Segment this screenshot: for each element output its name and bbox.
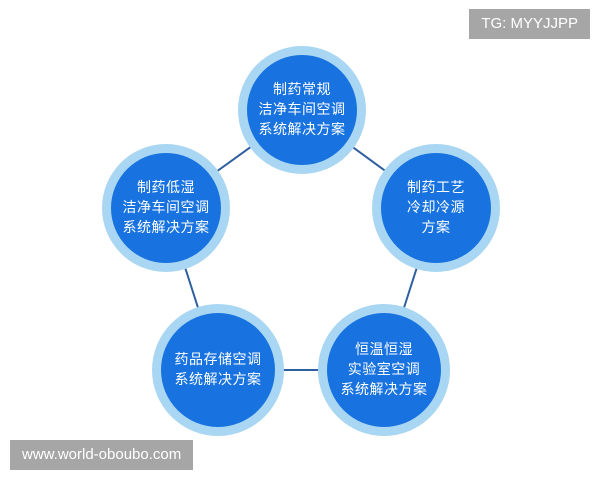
node-bottom-right: 恒温恒湿实验室空调系统解决方案 (318, 304, 450, 436)
node-left: 制药低湿洁净车间空调系统解决方案 (102, 144, 230, 272)
node-label-line: 系统解决方案 (122, 220, 210, 236)
watermark-bottom: www.world-oboubo.com (10, 440, 194, 470)
node-label-line: 系统解决方案 (340, 382, 428, 398)
node-label-line: 系统解决方案 (258, 122, 346, 138)
node-right: 制药工艺冷却冷源方案 (372, 144, 500, 272)
node-inner: 恒温恒湿实验室空调系统解决方案 (327, 313, 441, 427)
node-label-line: 实验室空调 (347, 362, 421, 378)
node-label-line: 洁净车间空调 (258, 102, 346, 118)
node-label-line: 洁净车间空调 (122, 200, 210, 216)
node-inner: 制药常规洁净车间空调系统解决方案 (247, 55, 357, 165)
watermark-top: TG: MYYJJPP (469, 9, 590, 39)
node-inner: 制药低湿洁净车间空调系统解决方案 (111, 153, 221, 263)
node-label-line: 制药常规 (273, 82, 331, 98)
node-bottom-left: 药品存储空调系统解决方案 (152, 304, 284, 436)
node-label-line: 药品存储空调 (174, 352, 262, 368)
node-top: 制药常规洁净车间空调系统解决方案 (238, 46, 366, 174)
node-label-line: 制药低湿 (137, 180, 195, 196)
node-inner: 制药工艺冷却冷源方案 (381, 153, 491, 263)
node-label-line: 制药工艺 (407, 180, 465, 196)
node-label-line: 恒温恒湿 (355, 342, 413, 358)
node-label-line: 冷却冷源 (407, 200, 465, 216)
node-inner: 药品存储空调系统解决方案 (161, 313, 275, 427)
node-label-line: 方案 (421, 220, 451, 236)
node-label-line: 系统解决方案 (174, 372, 262, 388)
